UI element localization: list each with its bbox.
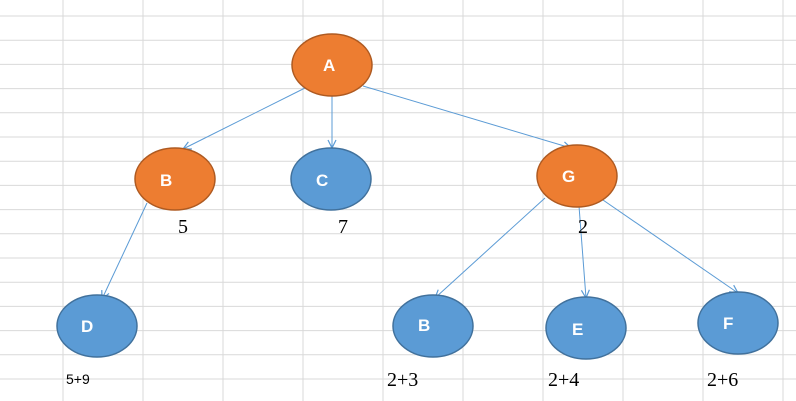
node-d-shape — [56, 294, 138, 358]
edge-b-d — [102, 202, 148, 299]
node-e-label: E — [572, 320, 583, 339]
weight-e: 2+4 — [548, 369, 579, 391]
weight-c: 7 — [338, 216, 348, 238]
node-c-shape — [290, 147, 372, 211]
node-a-shape — [291, 33, 373, 97]
node-b-level1-shape — [134, 147, 216, 211]
node-c-label: C — [316, 171, 328, 190]
node-a-label: A — [323, 56, 335, 75]
edge-g-b — [435, 197, 546, 298]
node-f-shape — [697, 291, 779, 355]
edge-a-g — [362, 85, 571, 148]
node-g: G — [536, 144, 618, 208]
edge-g-f — [602, 199, 738, 293]
node-d-label: D — [81, 317, 93, 336]
node-b-level1-label: B — [160, 171, 172, 190]
node-c: C — [290, 147, 372, 211]
node-g-label: G — [562, 167, 575, 186]
path-cost-labels: 5 7 2 5+9 2+3 2+4 2+6 — [66, 216, 738, 391]
weight-g: 2 — [578, 216, 588, 238]
node-g-shape — [536, 144, 618, 208]
edge-a-b — [183, 87, 306, 149]
node-e: E — [545, 296, 627, 360]
weight-f: 2+6 — [707, 369, 738, 391]
node-f-label: F — [723, 314, 733, 333]
node-b-level2-shape — [392, 294, 474, 358]
tree-edges — [102, 85, 738, 299]
node-a: A — [291, 33, 373, 97]
weight-b-level1: 5 — [178, 216, 188, 238]
weight-b-level2: 2+3 — [387, 369, 418, 391]
node-d: D — [56, 294, 138, 358]
edge-g-e — [578, 205, 586, 298]
node-e-shape — [545, 296, 627, 360]
node-b-level1: B — [134, 147, 216, 211]
node-b-level2-label: B — [418, 316, 430, 335]
node-f: F — [697, 291, 779, 355]
weight-d: 5+9 — [66, 371, 90, 387]
node-b-level2: B — [392, 294, 474, 358]
